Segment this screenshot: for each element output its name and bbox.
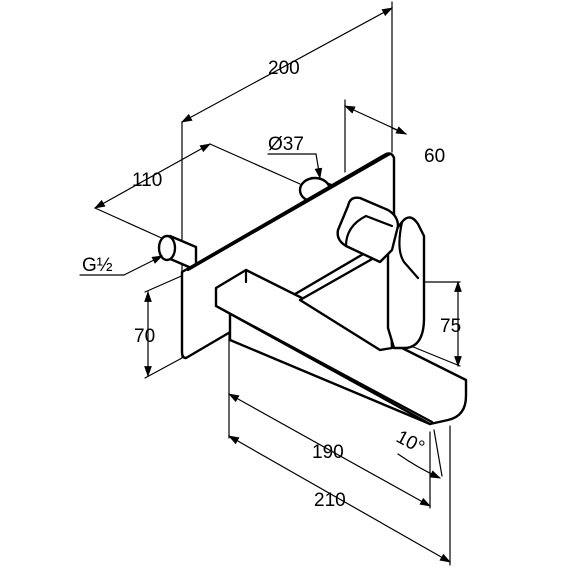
dim-plate-lower-height: 70 [134,326,155,347]
dim-spout-length: 190 [312,442,344,463]
dim-inlet-depth: 110 [132,170,162,191]
lever-handle [336,196,400,264]
dim-lever-depth: 60 [424,146,445,167]
dim-pipe-diameter: Ø37 [268,134,304,155]
dim-spout-height: 75 [440,316,461,337]
dimension-lines [79,7,462,563]
mixer-body [298,216,426,352]
dim-overall-depth: 200 [268,58,300,79]
dim-total-length: 210 [314,490,346,511]
dim-thread-size: G½ [82,255,113,276]
inlet-pipe [157,234,198,272]
